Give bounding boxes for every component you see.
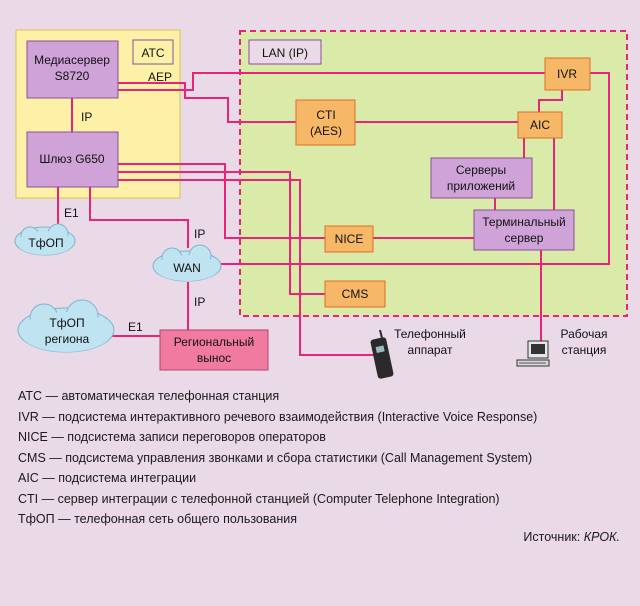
- regional-box: [159, 329, 269, 371]
- telephone-icon: [370, 329, 394, 379]
- terminal-server-label-1: Терминальный: [482, 215, 565, 229]
- app-servers-label-1: Серверы: [456, 163, 506, 177]
- ivr-label: IVR: [557, 67, 577, 81]
- source-prefix: Источник:: [523, 530, 584, 544]
- tfop-label: ТфОП: [28, 236, 63, 250]
- legend-item: CMS — подсистема управления звонками и с…: [18, 450, 533, 465]
- source-credit: Источник: КРОК.: [523, 530, 620, 544]
- cti-label-2: (AES): [310, 124, 342, 138]
- ivr-box: [544, 57, 591, 91]
- source-name: КРОК.: [583, 530, 620, 544]
- terminal-server-box: [473, 209, 575, 251]
- regional-label-1: Региональный: [174, 335, 254, 349]
- tfop-cloud: [14, 223, 76, 256]
- cti-label-1: CTI: [316, 108, 335, 122]
- legend: АТС — автоматическая телефонная станция …: [18, 386, 628, 530]
- e1-region-label: E1: [128, 320, 143, 334]
- legend-item: ТфОП — телефонная сеть общего пользовани…: [18, 512, 297, 526]
- lan-label-box: [248, 39, 322, 65]
- tfop-region-label-1: ТфОП: [49, 316, 84, 330]
- phone-label-2: аппарат: [408, 343, 453, 357]
- legend-item: NICE — подсистема записи переговоров опе…: [18, 430, 326, 444]
- legend-item: CTI — сервер интеграции с телефонной ста…: [18, 491, 500, 506]
- ip-label-vertical: IP: [81, 110, 92, 124]
- app-servers-label-2: приложений: [447, 179, 515, 193]
- legend-item: AIC — подсистема интеграции: [18, 471, 197, 485]
- aic-label: AIC: [530, 118, 550, 132]
- legend-item: АТС — автоматическая телефонная станция: [18, 389, 280, 403]
- cms-box: [324, 280, 386, 308]
- media-server-label-1: Медиасервер: [34, 53, 110, 67]
- gateway-label: Шлюз G650: [39, 152, 105, 166]
- aep-label: AEP: [148, 70, 172, 84]
- workstation-label-1: Рабочая: [561, 327, 608, 341]
- workstation-icon: [516, 340, 550, 367]
- media-server-label-2: S8720: [55, 69, 90, 83]
- cti-box: [295, 99, 356, 146]
- terminal-server-label-2: сервер: [505, 231, 544, 245]
- ip-wan-bottom-label: IP: [194, 295, 205, 309]
- legend-item: IVR — подсистема интерактивного речевого…: [18, 409, 538, 424]
- phone-label-1: Телефонный: [394, 327, 466, 341]
- cms-label: CMS: [342, 287, 369, 301]
- lan-label: LAN (IP): [262, 46, 308, 60]
- wan-label: WAN: [173, 261, 201, 275]
- regional-label-2: вынос: [197, 351, 231, 365]
- app-servers-box: [430, 157, 533, 199]
- architecture-diagram: Медиасервер S8720 АТС AEP IP Шлюз G650 E…: [14, 29, 628, 379]
- ats-box: [132, 39, 174, 65]
- wan-cloud: [152, 244, 222, 282]
- connection-lines: [57, 72, 610, 356]
- workstation-label-2: станция: [562, 343, 607, 357]
- tfop-region-cloud: [17, 299, 115, 353]
- nice-label: NICE: [335, 232, 364, 246]
- media-server-box: [26, 40, 119, 99]
- gateway-box: [26, 131, 119, 188]
- aic-box: [517, 111, 563, 139]
- ip-wan-top-label: IP: [194, 227, 205, 241]
- ats-label: АТС: [141, 46, 164, 60]
- e1-label-left: E1: [64, 206, 79, 220]
- tfop-region-label-2: региона: [45, 332, 90, 346]
- nice-box: [324, 225, 374, 253]
